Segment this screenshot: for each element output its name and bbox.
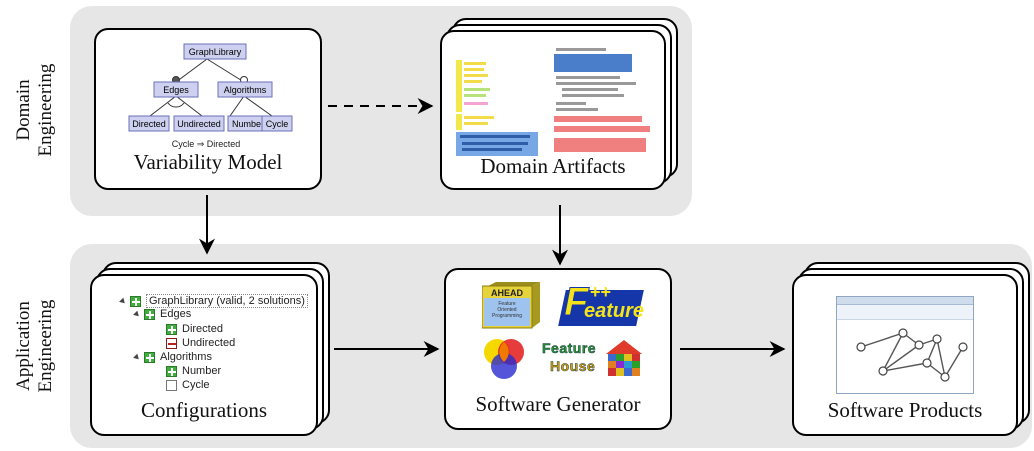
config-item-edges[interactable]: Edges [133, 308, 191, 320]
feature-node-edges: Edges [153, 81, 199, 98]
svg-text:Undirected: Undirected [177, 119, 221, 129]
code-thumbnail [456, 46, 652, 158]
config-item-directed[interactable]: Directed [166, 323, 223, 335]
software-products-box: Software Products [792, 274, 1018, 436]
expand-arrow-icon[interactable] [133, 353, 141, 361]
selected-check-icon[interactable] [130, 295, 141, 307]
svg-text:Number: Number [232, 119, 264, 129]
domain-artifacts-caption: Domain Artifacts [480, 154, 626, 178]
domain-artifacts-box: Domain Artifacts [440, 30, 666, 190]
cross-tree-constraint: Cycle ⇒ Directed [172, 139, 241, 149]
selected-check-icon[interactable] [166, 323, 177, 335]
feature-node-algorithms: Algorithms [217, 81, 273, 98]
expand-arrow-icon[interactable] [133, 310, 141, 318]
configurations-box: GraphLibrary (valid, 2 solutions) Edges … [90, 274, 318, 436]
selected-check-icon[interactable] [144, 308, 155, 320]
selected-check-icon[interactable] [166, 365, 177, 377]
software-products-caption: Software Products [827, 398, 983, 422]
svg-text:Cycle: Cycle [266, 119, 289, 129]
app-window-thumbnail [836, 296, 974, 394]
config-item-root[interactable]: GraphLibrary (valid, 2 solutions) [119, 294, 308, 308]
feature-node-directed: Directed [128, 115, 170, 132]
empty-check-icon[interactable] [166, 379, 177, 391]
expand-arrow-icon[interactable] [119, 297, 127, 305]
ahead-logo: AHEAD Feature Oriented Programming [482, 282, 540, 330]
svg-text:Directed: Directed [132, 119, 166, 129]
color-circles-logo [484, 339, 524, 379]
svg-text:GraphLibrary: GraphLibrary [189, 47, 242, 57]
config-item-algorithms[interactable]: Algorithms [133, 351, 212, 363]
config-item-cycle[interactable]: Cycle [166, 379, 210, 391]
featurecpp-logo: F ++ eature [558, 280, 644, 326]
svg-text:Edges: Edges [163, 85, 189, 95]
svg-text:Algorithms: Algorithms [224, 85, 267, 95]
feature-node-undirected: Undirected [173, 115, 225, 132]
config-item-number[interactable]: Number [166, 365, 221, 377]
feature-node-cycle: Cycle [261, 115, 293, 132]
feature-model-diagram: GraphLibrary Edges Algorithms Directed U… [128, 43, 293, 149]
feature-node-root: GraphLibrary [183, 43, 247, 60]
configurations-caption: Configurations [141, 398, 267, 422]
software-generator-caption: Software Generator [475, 392, 641, 416]
featurehouse-logo: Feature House [542, 340, 648, 382]
selected-check-icon[interactable] [144, 351, 155, 363]
config-item-undirected[interactable]: Undirected [166, 337, 235, 349]
software-generator-box: AHEAD Feature Oriented Programming F ++ … [444, 268, 672, 430]
graph-drawing [856, 328, 968, 382]
variability-model-caption: Variability Model [133, 150, 283, 174]
variability-model-box: GraphLibrary Edges Algorithms Directed U… [94, 28, 322, 190]
deselected-check-icon[interactable] [166, 337, 177, 349]
